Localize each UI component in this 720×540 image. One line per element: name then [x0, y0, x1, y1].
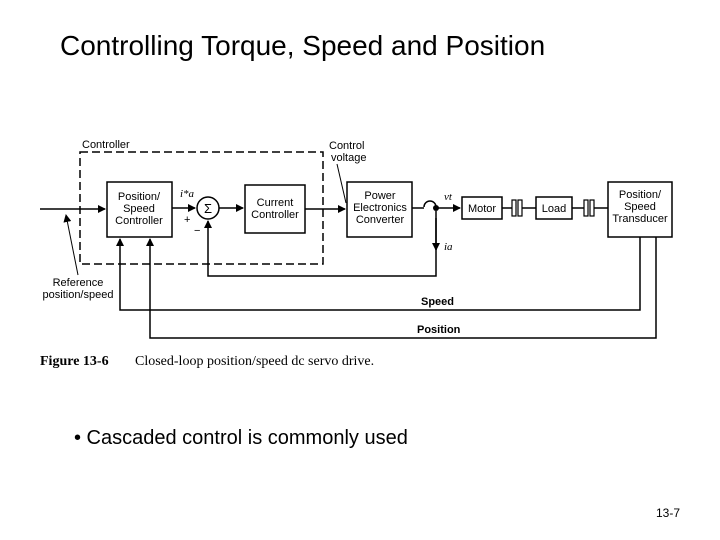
motor-label: Motor [468, 203, 496, 215]
transducer-line1: Position/ [619, 189, 662, 201]
vt-symbol: vt [444, 191, 453, 203]
plus-sign: + [184, 214, 190, 226]
reference-line2: position/speed [43, 289, 114, 301]
controller-label: Controller [82, 139, 130, 151]
control-voltage-line2: voltage [331, 152, 366, 164]
position-speed-controller-block [106, 181, 173, 238]
converter-line3: Converter [356, 214, 405, 226]
power-electronics-converter-block [346, 181, 413, 238]
reference-line1: Reference [53, 277, 104, 289]
controller-boundary [79, 151, 324, 265]
position-label: Position [417, 324, 461, 336]
control-voltage-line1: Control [329, 140, 364, 152]
pos-speed-controller-line2: Speed [123, 203, 155, 215]
transducer-block [607, 181, 673, 238]
current-controller-line2: Controller [251, 209, 299, 221]
bullet-point: • Cascaded control is commonly used [74, 427, 408, 449]
ia-symbol: ia [444, 241, 453, 253]
converter-line1: Power [364, 190, 396, 202]
sigma-symbol: Σ [204, 201, 212, 216]
minus-sign: − [194, 225, 200, 237]
load-label: Load [542, 203, 566, 215]
speed-label: Speed [421, 296, 454, 308]
pos-speed-controller-line3: Controller [115, 215, 163, 227]
servo-drive-diagram: Controller Position/ Speed Controller Σ … [40, 139, 673, 369]
slide-title: Controlling Torque, Speed and Position [60, 30, 546, 61]
pos-speed-controller-line1: Position/ [118, 191, 161, 203]
figure-number: Figure 13-6 [40, 354, 109, 369]
converter-line2: Electronics [353, 202, 407, 214]
page-number: 13-7 [656, 506, 681, 520]
ia-ref-symbol: i*a [180, 188, 195, 200]
current-controller-line1: Current [257, 197, 294, 209]
current-controller-block [244, 184, 306, 234]
transducer-line2: Speed [624, 201, 656, 213]
figure-caption: Closed-loop position/speed dc servo driv… [135, 354, 374, 369]
transducer-line3: Transducer [612, 213, 668, 225]
